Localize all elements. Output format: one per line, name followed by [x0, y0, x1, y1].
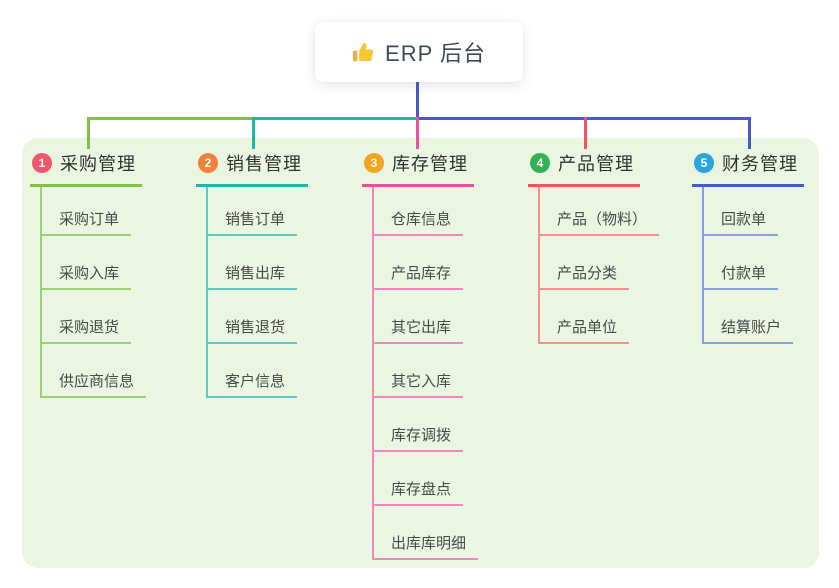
branch-items: 仓库信息 产品库存 其它出库 其它入库 库存调拨 库存盘点 出库库明细 [372, 187, 479, 560]
branch-item: 出库库明细 [374, 506, 479, 560]
branch-label: 采购管理 [60, 154, 136, 174]
branch-item: 仓库信息 [374, 187, 478, 236]
branch-item-label: 销售出库 [208, 262, 298, 290]
branch-item-label: 采购入库 [42, 262, 132, 290]
branch-items: 回款单 付款单 结算账户 [702, 187, 804, 344]
branch-item: 销售订单 [208, 187, 308, 236]
branch-item-label: 产品单位 [540, 316, 630, 344]
connector-segment-sales [252, 117, 419, 120]
branch-item-label: 出库库明细 [374, 532, 479, 560]
root-label: ERP 后台 [385, 41, 486, 66]
branch-item: 其它出库 [374, 290, 478, 344]
branch-item-label: 其它出库 [374, 316, 464, 344]
branch-items: 采购订单 采购入库 采购退货 供应商信息 [40, 187, 147, 398]
branch-item-label: 销售订单 [208, 208, 298, 236]
branch-item-label: 销售退货 [208, 316, 298, 344]
branch-item-label: 付款单 [704, 262, 779, 290]
branch-item-label: 客户信息 [208, 370, 298, 398]
branch-item-label: 供应商信息 [42, 370, 147, 398]
branch-item: 销售退货 [208, 290, 308, 344]
branch-item-label: 采购订单 [42, 208, 132, 236]
branch-label: 产品管理 [558, 154, 634, 174]
branch-column-purchase: 1 采购管理 采购订单 采购入库 采购退货 供应商信息 [30, 150, 147, 398]
branch-item-label: 采购退货 [42, 316, 132, 344]
branch-header-sales: 2 销售管理 [196, 150, 308, 187]
branch-item: 结算账户 [704, 290, 804, 344]
branch-column-finance: 5 财务管理 回款单 付款单 结算账户 [692, 150, 804, 344]
branch-item: 库存盘点 [374, 452, 478, 506]
branch-item: 回款单 [704, 187, 804, 236]
branch-badge: 3 [364, 153, 384, 173]
connector-drop-sales [252, 117, 255, 149]
branch-item: 产品分类 [540, 236, 659, 290]
branch-item: 采购入库 [42, 236, 146, 290]
branch-header-product: 4 产品管理 [528, 150, 640, 187]
branch-badge: 4 [530, 153, 550, 173]
branch-item-label: 库存盘点 [374, 478, 464, 506]
branch-item: 采购退货 [42, 290, 146, 344]
branch-item: 供应商信息 [42, 344, 147, 398]
thumbs-up-icon [352, 42, 374, 61]
branch-item: 产品（物料） [540, 187, 660, 236]
connector-drop-purchase [87, 117, 90, 149]
branch-header-inventory: 3 库存管理 [362, 150, 474, 187]
branch-item-label: 产品分类 [540, 262, 630, 290]
branch-item: 产品库存 [374, 236, 478, 290]
branch-column-product: 4 产品管理 产品（物料） 产品分类 产品单位 [528, 150, 660, 344]
branch-item-label: 回款单 [704, 208, 779, 236]
connector-segment-purchase [87, 117, 254, 120]
branch-item: 付款单 [704, 236, 804, 290]
branch-label: 库存管理 [392, 154, 468, 174]
connector-drop-inventory [416, 117, 419, 149]
branch-item: 其它入库 [374, 344, 478, 398]
branch-label: 财务管理 [722, 154, 798, 174]
branch-items: 产品（物料） 产品分类 产品单位 [538, 187, 660, 344]
branch-item-label: 其它入库 [374, 370, 464, 398]
connector-drop-finance [748, 117, 751, 149]
root-node: ERP 后台 [315, 22, 523, 82]
root-connector-line [416, 82, 419, 118]
branch-badge: 5 [694, 153, 714, 173]
branch-label: 销售管理 [226, 154, 302, 174]
branch-item: 产品单位 [540, 290, 659, 344]
branch-item-label: 库存调拨 [374, 424, 464, 452]
branch-item-label: 产品（物料） [540, 208, 660, 236]
branch-item: 采购订单 [42, 187, 146, 236]
mindmap-panel [22, 138, 819, 568]
branch-items: 销售订单 销售出库 销售退货 客户信息 [206, 187, 308, 398]
connector-drop-product [584, 117, 587, 149]
branch-column-sales: 2 销售管理 销售订单 销售出库 销售退货 客户信息 [196, 150, 308, 398]
branch-item-label: 产品库存 [374, 262, 464, 290]
branch-badge: 2 [198, 153, 218, 173]
branch-item-label: 仓库信息 [374, 208, 464, 236]
branch-item: 客户信息 [208, 344, 308, 398]
branch-column-inventory: 3 库存管理 仓库信息 产品库存 其它出库 其它入库 库存调拨 库存盘点 出库库… [362, 150, 479, 560]
branch-item: 库存调拨 [374, 398, 478, 452]
branch-badge: 1 [32, 153, 52, 173]
branch-header-finance: 5 财务管理 [692, 150, 804, 187]
branch-item: 销售出库 [208, 236, 308, 290]
branch-item-label: 结算账户 [704, 316, 794, 344]
branch-header-purchase: 1 采购管理 [30, 150, 142, 187]
